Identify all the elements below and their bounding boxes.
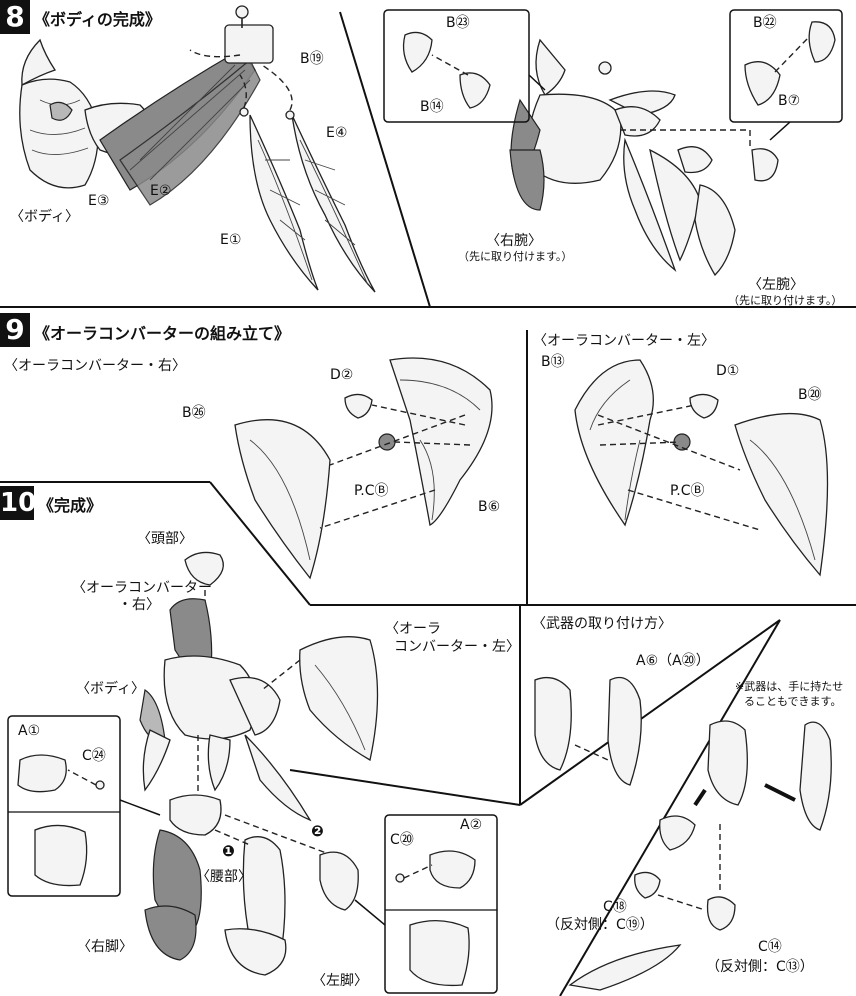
part-label-b20: B⑳ <box>798 387 822 403</box>
part-label-b26: B㉖ <box>182 405 206 421</box>
converter-left-subtitle: 〈オーラコンバーター・左〉 <box>533 333 715 349</box>
body-label: 〈ボディ〉 <box>10 209 80 225</box>
right-arm-note: （先に取り付けます。） <box>458 250 573 263</box>
aura-converter-left-label: 〈オーラ <box>385 621 441 637</box>
weapon-note-2: ることもできます。 <box>744 695 842 708</box>
part-label-e4: E④ <box>326 125 348 141</box>
part-label-e2: E② <box>150 183 172 199</box>
part-label-c20: C⑳ <box>390 832 414 848</box>
right-leg-label: 〈右脚〉 <box>77 939 133 955</box>
left-leg-label: 〈左脚〉 <box>312 973 368 989</box>
step-title: 《オーラコンバーターの組み立て》 <box>34 324 291 343</box>
step-marker-2: ❷ <box>311 822 324 840</box>
part-label-b6: B⑥ <box>478 499 501 515</box>
aura-converter-right-label: 〈オーラコンバーター <box>72 580 212 596</box>
step-number: 9 <box>0 313 30 347</box>
part-label-b22: B㉒ <box>753 15 777 31</box>
part-label-b14: B⑭ <box>420 99 444 115</box>
part-label-c24: C㉔ <box>82 748 106 764</box>
part-label-b13: B⑬ <box>541 354 565 370</box>
head-label: 〈頭部〉 <box>137 531 193 547</box>
waist-label: 〈腰部〉 <box>196 869 252 885</box>
part-label-a6-a20: A⑥（A⑳） <box>636 653 710 669</box>
step-title: 《ボディの完成》 <box>34 10 161 29</box>
step-number: 10 <box>0 486 37 520</box>
part-label-b7: B⑦ <box>778 93 801 109</box>
part-label-a2: A② <box>460 817 483 833</box>
part-label-c14-opposite: （反対側：C⑬） <box>706 959 814 975</box>
left-arm-note: （先に取り付けます。） <box>728 294 843 307</box>
weapon-note: ※武器は、手に持たせ <box>735 680 844 693</box>
left-arm-label: 〈左腕〉 <box>748 277 804 293</box>
part-label-b19: B⑲ <box>300 51 324 67</box>
part-label-pcb: P.CⒷ <box>670 483 705 499</box>
step-number: 8 <box>0 0 30 34</box>
step-marker-1: ❶ <box>222 842 235 860</box>
part-label-a1: A① <box>18 723 41 739</box>
part-label-pcb: P.CⒷ <box>354 483 389 499</box>
part-label-c18-opposite: （反対側：C⑲） <box>546 917 654 933</box>
step-title: 《完成》 <box>38 496 103 515</box>
aura-converter-right-label-2: ・右〉 <box>118 597 160 613</box>
aura-converter-left-label-2: コンバーター・左〉 <box>394 639 520 655</box>
part-label-b23: B㉓ <box>446 15 470 31</box>
part-label-c18: C⑱ <box>603 899 627 915</box>
body-label: 〈ボディ〉 <box>76 681 146 697</box>
part-label-d2: D② <box>330 367 354 383</box>
part-label-e1: E① <box>220 232 242 248</box>
weapon-section-title: 〈武器の取り付け方〉 <box>532 616 672 632</box>
converter-right-subtitle: 〈オーラコンバーター・右〉 <box>4 358 186 374</box>
part-label-c14: C⑭ <box>758 939 782 955</box>
part-label-e3: E③ <box>88 193 110 209</box>
right-arm-label: 〈右腕〉 <box>486 233 542 249</box>
part-label-d1: D① <box>716 363 740 379</box>
